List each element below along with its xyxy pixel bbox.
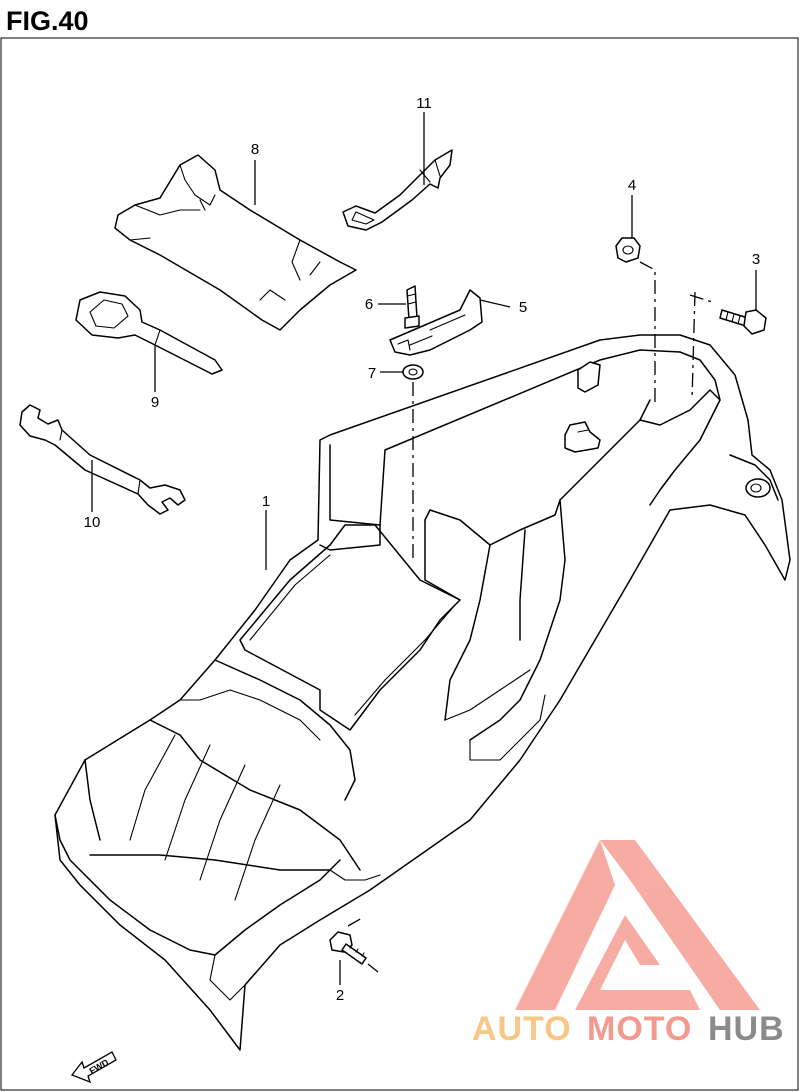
- callout-2: 2: [336, 987, 344, 1004]
- callout-6: 6: [365, 296, 373, 313]
- callout-10: 10: [84, 514, 101, 531]
- watermark-moto: MOTO: [587, 1010, 692, 1048]
- callout-9: 9: [151, 394, 159, 411]
- part-1-rear-fender: [54, 334, 791, 1051]
- watermark-logo: AUTO MOTO HUB: [472, 840, 785, 1048]
- figure-frame: [0, 37, 799, 1091]
- callout-11: 11: [416, 95, 432, 112]
- callout-7: 7: [368, 365, 376, 382]
- leader-lines: [91, 112, 757, 985]
- fwd-direction-marker: FWD: [70, 1051, 117, 1084]
- part-11-strap: [342, 149, 453, 231]
- part-9-box-wrench: [75, 291, 223, 375]
- callout-labels: 1 2 3 4 5 6 7 8 9 10 11: [84, 95, 761, 1004]
- callout-3: 3: [752, 251, 760, 268]
- callout-1: 1: [262, 493, 270, 510]
- part-10-open-wrench: [19, 404, 186, 515]
- callout-5: 5: [519, 299, 527, 316]
- part-8-tool-bag: [114, 154, 357, 331]
- part-6-pin: [404, 285, 420, 329]
- callout-8: 8: [251, 141, 259, 158]
- part-5-bracket: [389, 289, 483, 356]
- part-2-bolt: [329, 917, 379, 973]
- watermark-hub: HUB: [708, 1010, 785, 1048]
- part-4-nut: [615, 237, 656, 405]
- watermark-auto: AUTO: [472, 1010, 572, 1048]
- figure-title: FIG.40: [6, 6, 89, 36]
- callout-4: 4: [628, 177, 636, 194]
